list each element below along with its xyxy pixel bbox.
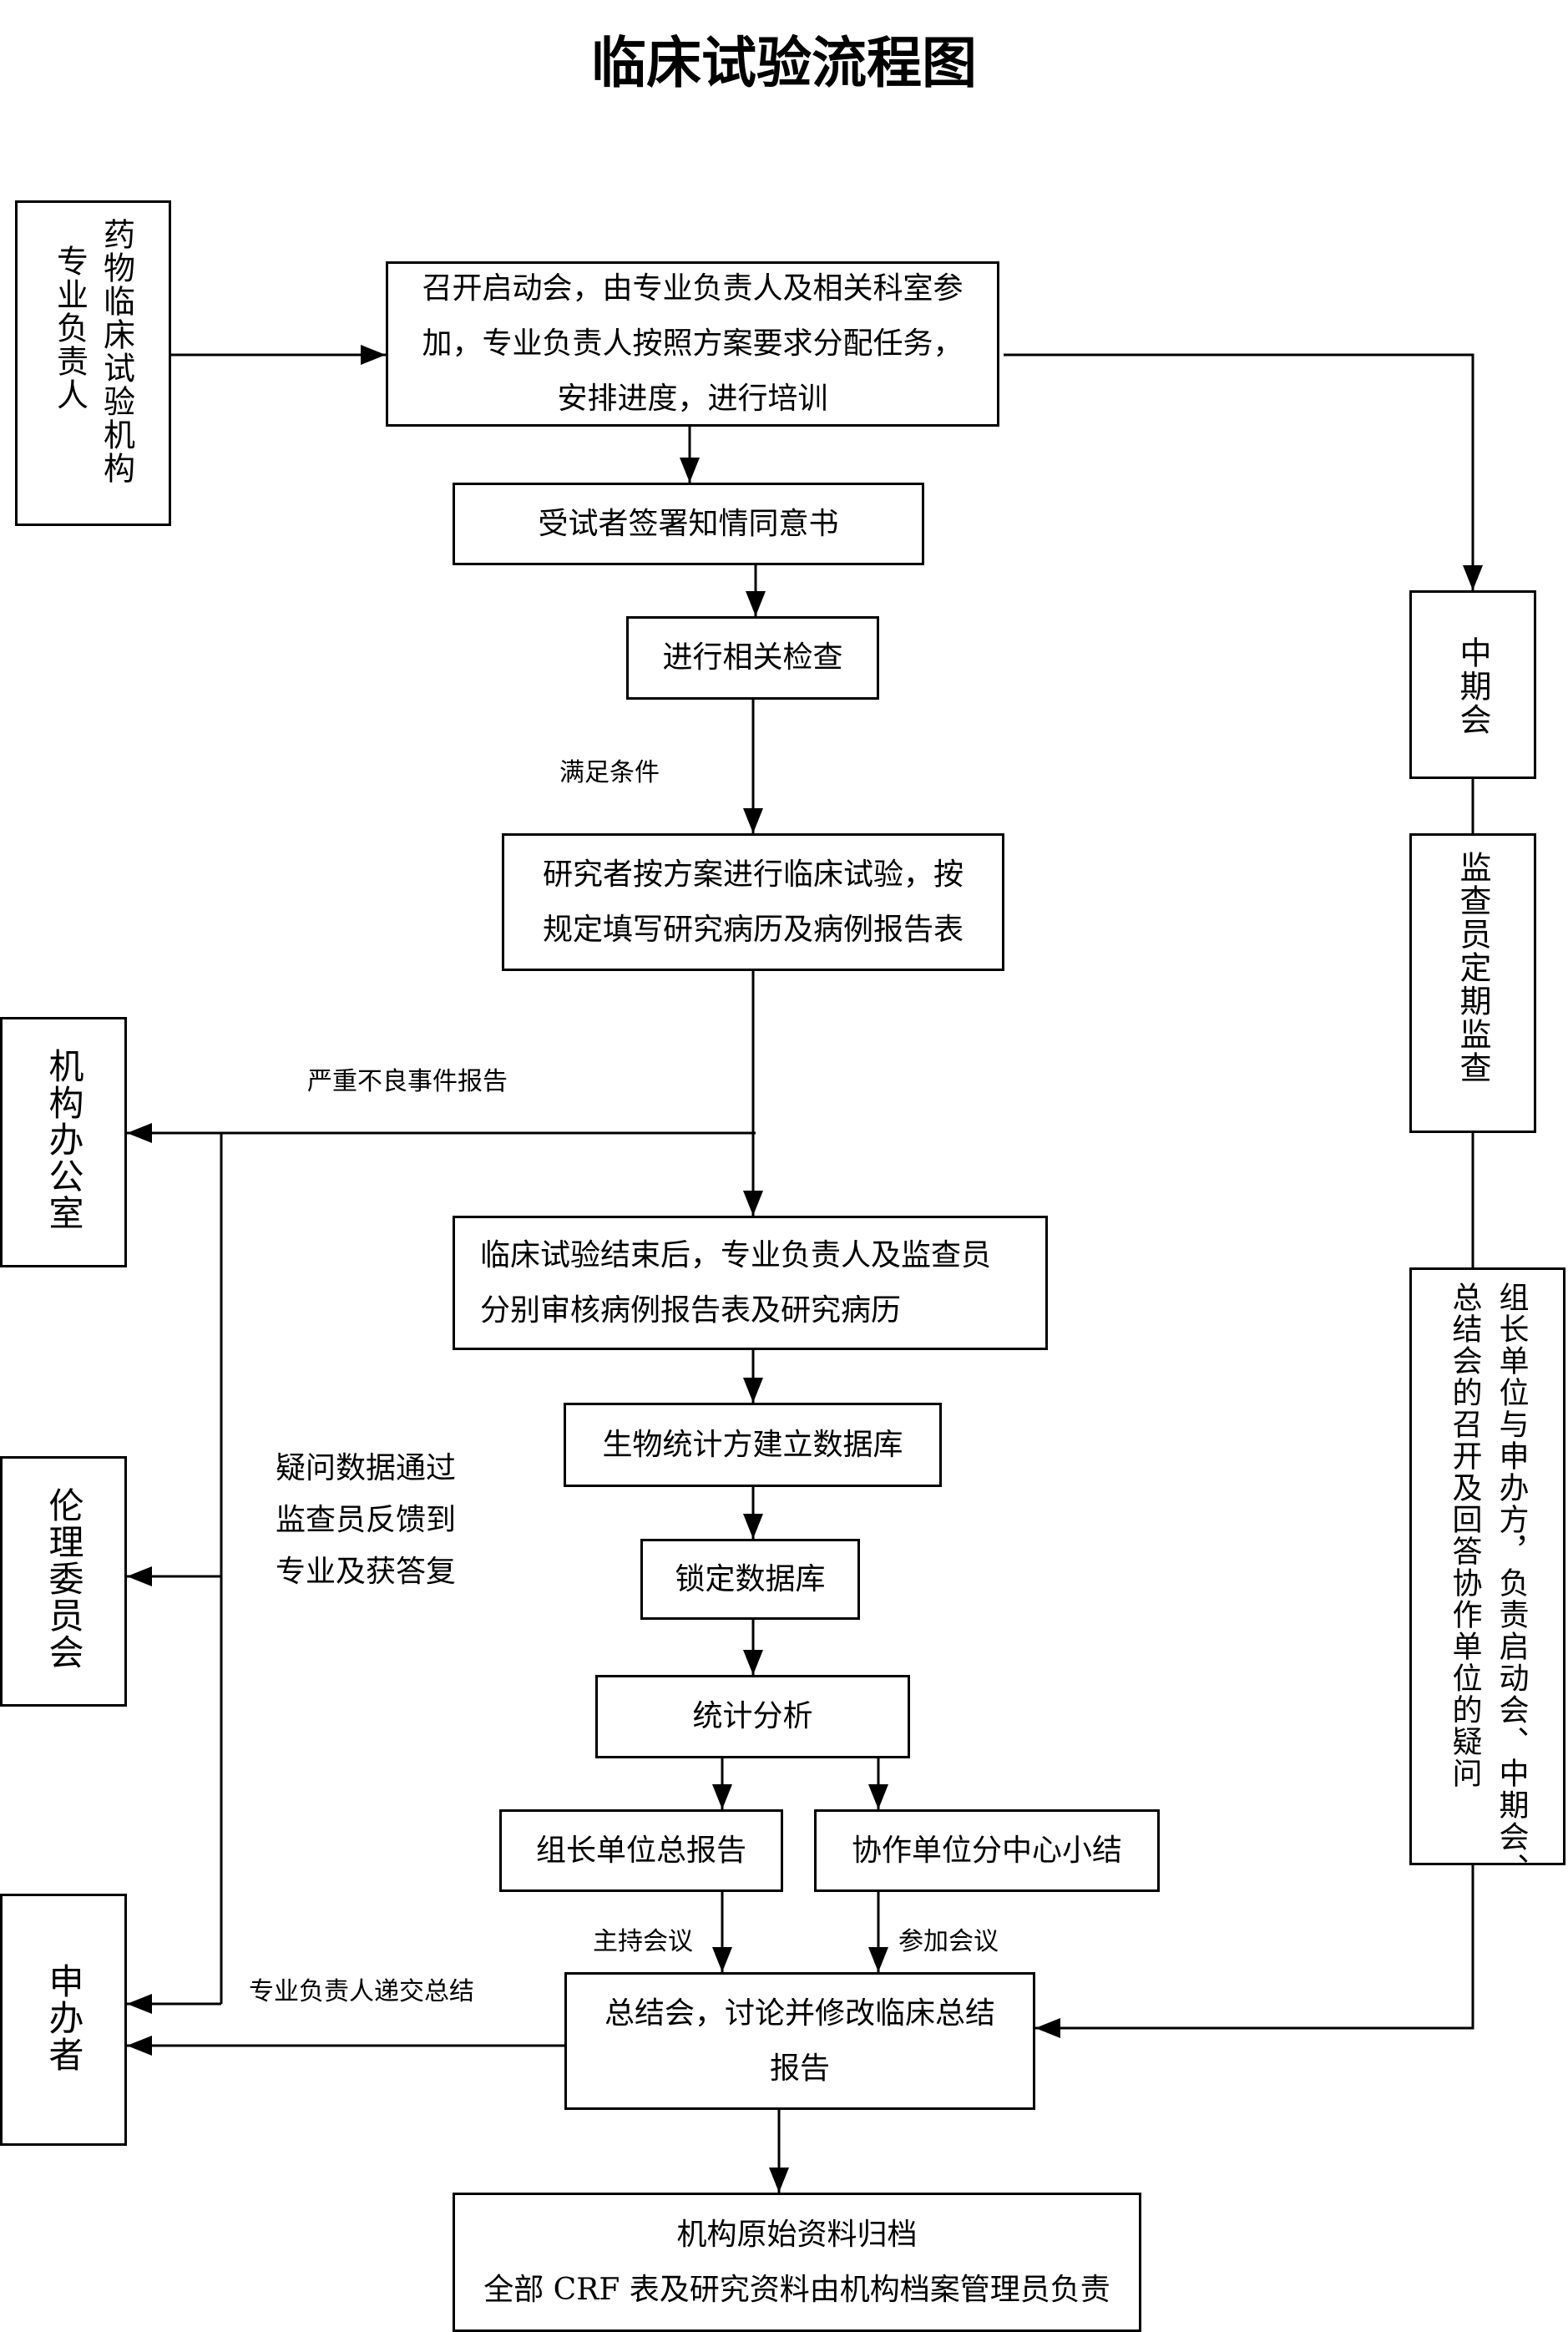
check-label: 进行相关检查 (662, 640, 843, 675)
office-label: 机构办公室 (43, 1048, 84, 1232)
archive-line-1: 机构原始资料归档 (676, 2217, 918, 2252)
submit-label: 专业负责人递交总结 (249, 1977, 474, 2006)
kickoff-line-2: 加，专业负责人按照方案要求分配任务， (422, 326, 964, 361)
query-line-2: 监查员反馈到 (276, 1503, 457, 1537)
analysis-label: 统计分析 (692, 1699, 813, 1733)
trial-line-2: 规定填写研究病历及病例报告表 (542, 912, 964, 947)
kickoff-box: 召开启动会，由专业负责人及相关科室参 加，专业负责人按照方案要求分配任务， 安排… (386, 261, 999, 427)
consent-box: 受试者签署知情同意书 (453, 483, 924, 565)
coordination-box: 组长单位与申办方，负责启动会、中期会、 总结会的召开及回答协作单位的疑问 (1409, 1267, 1565, 1884)
kickoff-line-1: 召开启动会，由专业负责人及相关科室参 (422, 271, 964, 306)
coop-summary-label: 协作单位分中心小结 (851, 1833, 1122, 1868)
institution-label: 药物临床试验机构 (98, 218, 135, 485)
sponsor-label: 申办者 (43, 1963, 84, 2073)
ethics-box: 伦理委员会 (0, 1456, 127, 1707)
coop-summary-box: 协作单位分中心小结 (814, 1809, 1160, 1892)
office-box: 机构办公室 (0, 1017, 127, 1267)
summary-meeting-line-2: 报告 (769, 2051, 830, 2086)
check-box: 进行相关检查 (626, 616, 879, 700)
trial-box: 研究者按方案进行临床试验，按 规定填写研究病历及病例报告表 (502, 833, 1004, 971)
trial-line-1: 研究者按方案进行临床试验，按 (542, 857, 964, 892)
database-label: 生物统计方建立数据库 (602, 1427, 903, 1462)
page-title: 临床试验流程图 (591, 31, 977, 95)
sae-label: 严重不良事件报告 (307, 1067, 508, 1096)
archive-box: 机构原始资料归档 全部 CRF 表及研究资料由机构档案管理员负责 (453, 2193, 1141, 2332)
database-box: 生物统计方建立数据库 (564, 1403, 942, 1487)
sponsor-box: 申办者 (0, 1894, 127, 2146)
lock-label: 锁定数据库 (675, 1561, 826, 1596)
query-note: 疑问数据通过 监查员反馈到 专业及获答复 (276, 1443, 456, 1598)
attend-label: 参加会议 (898, 1927, 999, 1956)
summary-meeting-line-1: 总结会，讨论并修改临床总结 (604, 1996, 995, 2031)
leader-report-box: 组长单位总报告 (499, 1809, 783, 1892)
end-line-2: 分别审核病例报告表及研究病历 (480, 1292, 902, 1328)
midterm-box: 中期会 (1409, 590, 1536, 779)
arrow-to-midterm (1004, 353, 1483, 590)
end-box: 临床试验结束后，专业负责人及监查员 分别审核病例报告表及研究病历 (453, 1216, 1048, 1350)
ethics-label: 伦理委员会 (43, 1487, 84, 1671)
midterm-label: 中期会 (1454, 636, 1491, 736)
lock-box: 锁定数据库 (640, 1539, 860, 1620)
coordination-line-1: 组长单位与申办方，负责启动会、中期会、 (1494, 1282, 1529, 1884)
analysis-box: 统计分析 (595, 1675, 910, 1758)
end-line-1: 临床试验结束后，专业负责人及监查员 (480, 1237, 992, 1272)
leader-report-label: 组长单位总报告 (535, 1833, 746, 1868)
query-line-3: 专业及获答复 (276, 1555, 457, 1589)
archive-line-2: 全部 CRF 表及研究资料由机构档案管理员负责 (483, 2272, 1110, 2307)
host-label: 主持会议 (593, 1927, 693, 1956)
consent-label: 受试者签署知情同意书 (538, 506, 839, 541)
kickoff-line-3: 安排进度，进行培训 (557, 382, 828, 416)
monitor-label: 监查员定期监查 (1454, 851, 1491, 1085)
summary-meeting-box: 总结会，讨论并修改临床总结 报告 (564, 1972, 1035, 2110)
conditions-label: 满足条件 (559, 758, 660, 787)
arrow-right-to-summary (1035, 1865, 1474, 2038)
institution-box: 药物临床试验机构 专业负责人 (15, 200, 171, 526)
query-line-1: 疑问数据通过 (276, 1451, 457, 1485)
pi-label: 专业负责人 (51, 245, 89, 412)
monitor-box: 监查员定期监查 (1409, 833, 1536, 1133)
coordination-line-2: 总结会的召开及回答协作单位的疑问 (1447, 1282, 1482, 1789)
